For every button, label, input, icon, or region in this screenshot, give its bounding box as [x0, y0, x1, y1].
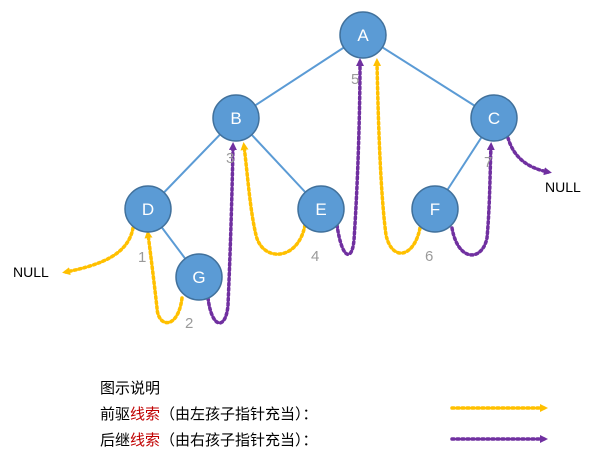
node-c-label: C [488, 109, 500, 128]
node-a-label: A [357, 26, 369, 45]
null-label-left: NULL [13, 264, 49, 280]
edge-a-c [362, 34, 495, 119]
legend-succ-row: 后继线索（由右孩子指针充当）： [100, 427, 318, 453]
tree-nodes: A B C D E F G [124, 11, 518, 301]
legend-succ-c: （由右孩子指针充当）： [160, 431, 318, 449]
pred-thread-g-d [144, 230, 184, 325]
node-c: C [470, 94, 518, 142]
legend-pred-b: 线索 [130, 405, 161, 423]
legend-pred-a: 前驱 [100, 405, 131, 423]
succ-thread-f-c [450, 142, 495, 257]
node-g-label: G [192, 268, 205, 287]
node-e: E [297, 185, 345, 233]
order-label-7: 7 [484, 154, 492, 171]
predecessor-threads [62, 58, 422, 325]
succ-thread-c-null [506, 136, 552, 176]
legend-succ-a: 后继 [100, 431, 131, 449]
legend-pred-row: 前驱线索（由左孩子指针充当）： [100, 401, 318, 427]
succ-thread-e-a [335, 58, 364, 257]
legend-succ-b: 线索 [130, 431, 161, 449]
null-label-right: NULL [545, 179, 581, 195]
node-f: F [411, 185, 459, 233]
tree-edges [147, 34, 495, 278]
pred-thread-f-a [373, 58, 422, 255]
node-f-label: F [430, 200, 440, 219]
node-d: D [124, 185, 172, 233]
order-label-1: 1 [138, 249, 146, 266]
node-b-label: B [230, 109, 241, 128]
pred-thread-d-null [62, 226, 135, 276]
succ-thread-g-b [206, 142, 237, 325]
legend-title: 图示说明 [100, 379, 161, 397]
edge-a-b [235, 34, 364, 119]
order-label-6: 6 [425, 248, 433, 265]
legend-pred-c: （由左孩子指针充当）： [160, 405, 318, 423]
pred-thread-e-b [240, 142, 307, 256]
legend: 图示说明 前驱线索（由左孩子指针充当）： 后继线索（由右孩子指针充当）： [100, 375, 318, 453]
node-a: A [339, 11, 387, 59]
node-d-label: D [142, 200, 154, 219]
node-e-label: E [315, 200, 326, 219]
node-b: B [212, 94, 260, 142]
order-label-2: 2 [185, 315, 193, 332]
order-label-4: 4 [311, 248, 319, 265]
order-label-5: 5 [351, 71, 359, 88]
successor-threads [206, 58, 552, 325]
node-g: G [175, 253, 223, 301]
order-labels: 1 2 3 4 5 6 7 [138, 71, 492, 332]
order-label-3: 3 [226, 150, 234, 167]
